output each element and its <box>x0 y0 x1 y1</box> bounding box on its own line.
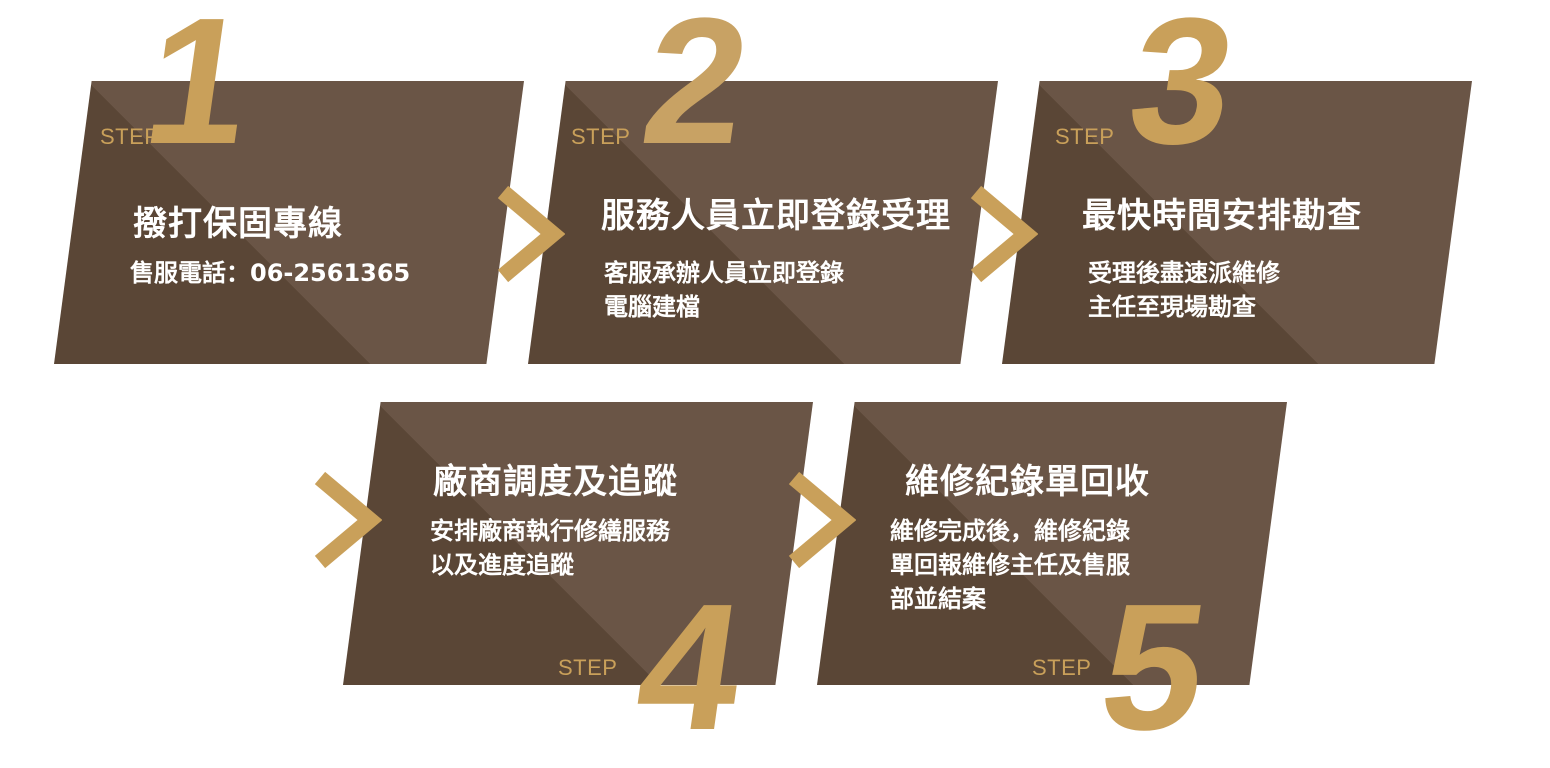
step-3-desc-line-2: 主任至現場勘查 <box>1088 293 1256 321</box>
chevron-right-icon <box>314 471 382 569</box>
step-1-label: STEP <box>100 124 160 149</box>
chevron-right-icon <box>497 185 565 283</box>
step-1-title: 撥打保固專線 <box>133 204 343 244</box>
step-3-desc-line-1: 受理後盡速派維修 <box>1088 259 1280 287</box>
step-3-label: STEP <box>1055 124 1115 149</box>
step-2-desc-line-2: 電腦建檔 <box>604 293 700 321</box>
step-3-desc: 受理後盡速派維修 主任至現場勘查 <box>1088 256 1280 324</box>
step-4-title: 廠商調度及追蹤 <box>433 462 678 502</box>
step-5-label: STEP <box>1032 655 1092 680</box>
step-2-card <box>528 81 998 364</box>
step-4-desc-line-1: 安排廠商執行修繕服務 <box>430 517 670 545</box>
step-4-card <box>343 402 813 685</box>
step-3-card <box>1002 81 1472 364</box>
step-5-desc: 維修完成後，維修紀錄 單回報維修主任及售服 部並結案 <box>890 514 1130 616</box>
step-2-title: 服務人員立即登錄受理 <box>601 196 951 236</box>
step-2-desc-line-1: 客服承辦人員立即登錄 <box>604 259 844 287</box>
step-3-title: 最快時間安排勘查 <box>1082 196 1362 236</box>
step-1-card <box>54 81 524 364</box>
step-4-label: STEP <box>558 655 618 680</box>
step-1-desc: 售服電話：06-2561365 <box>130 256 410 290</box>
step-4-desc: 安排廠商執行修繕服務 以及進度追蹤 <box>430 514 670 582</box>
step-5-desc-line-2: 單回報維修主任及售服 <box>890 551 1130 579</box>
step-2-label: STEP <box>571 124 631 149</box>
step-2-desc: 客服承辦人員立即登錄 電腦建檔 <box>604 256 844 324</box>
step-5-desc-line-1: 維修完成後，維修紀錄 <box>890 517 1130 545</box>
step-5-title: 維修紀錄單回收 <box>905 462 1150 502</box>
step-1-desc-line-1: 售服電話：06-2561365 <box>130 259 411 287</box>
step-4-desc-line-2: 以及進度追蹤 <box>430 551 574 579</box>
chevron-right-icon <box>788 471 856 569</box>
step-5-desc-line-3: 部並結案 <box>890 585 986 613</box>
step-5-card <box>817 402 1287 685</box>
chevron-right-icon <box>970 185 1038 283</box>
